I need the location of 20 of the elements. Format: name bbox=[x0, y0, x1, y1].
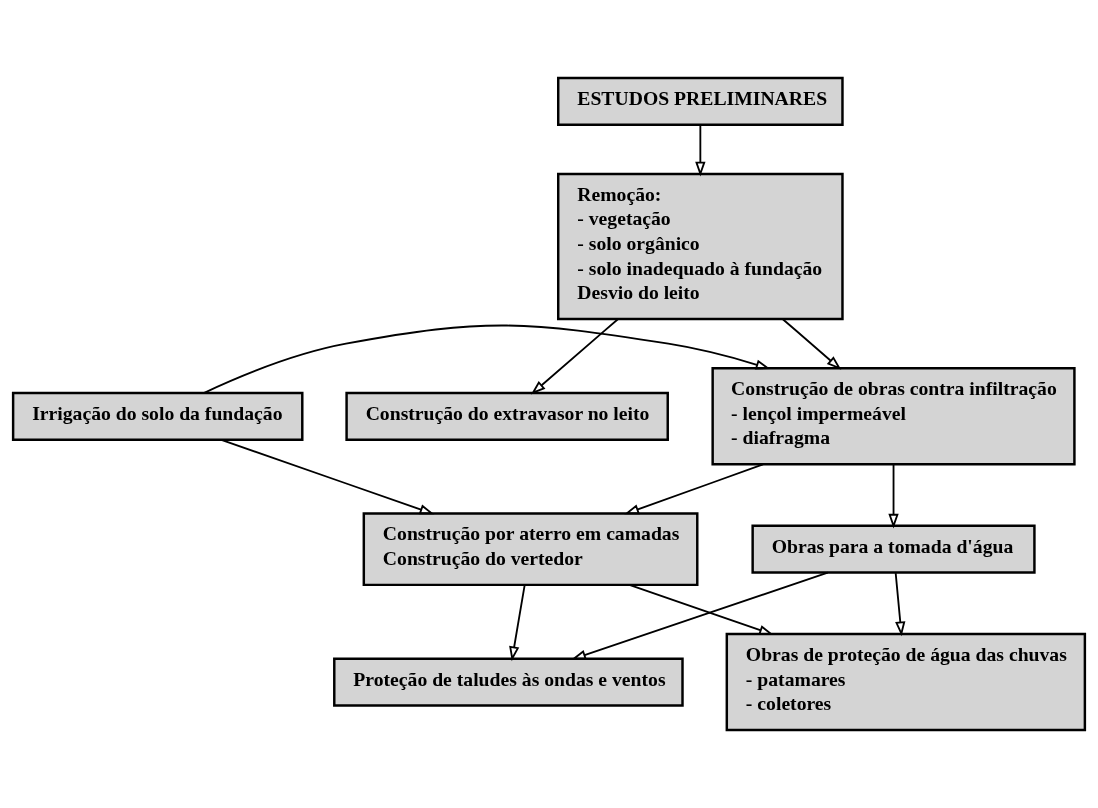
arrow bbox=[629, 584, 774, 635]
node-box: Construção por aterro em camadas Construção do vertedor bbox=[362, 512, 699, 587]
node-box: Remoção: - vegetação - solo orgânico - solo inadequado à fundação Desvio do leito bbox=[557, 172, 844, 321]
node-box: Obras para a tomada d'água bbox=[751, 524, 1036, 574]
node-box: Proteção de taludes às ondas e ventos bbox=[333, 657, 684, 707]
node-box: Construção do extravasor no leito bbox=[345, 391, 669, 441]
arrow bbox=[509, 584, 526, 662]
arrow bbox=[894, 572, 906, 637]
arrow bbox=[571, 571, 829, 660]
arrow bbox=[888, 463, 899, 529]
arrow bbox=[781, 318, 842, 370]
arrow bbox=[220, 438, 435, 515]
node-box: Irrigação do solo da fundação bbox=[11, 391, 304, 441]
node-box: Obras de proteção de água das chuvas - patamares - coletores bbox=[725, 632, 1087, 732]
arrow bbox=[695, 123, 706, 177]
arrow bbox=[530, 318, 619, 395]
node-box: ESTUDOS PRELIMINARES bbox=[557, 76, 844, 126]
node-box: Construção de obras contra infiltração - lençol impermeável - diafragma bbox=[711, 367, 1076, 466]
arrow bbox=[203, 324, 771, 394]
arrow bbox=[624, 463, 764, 515]
